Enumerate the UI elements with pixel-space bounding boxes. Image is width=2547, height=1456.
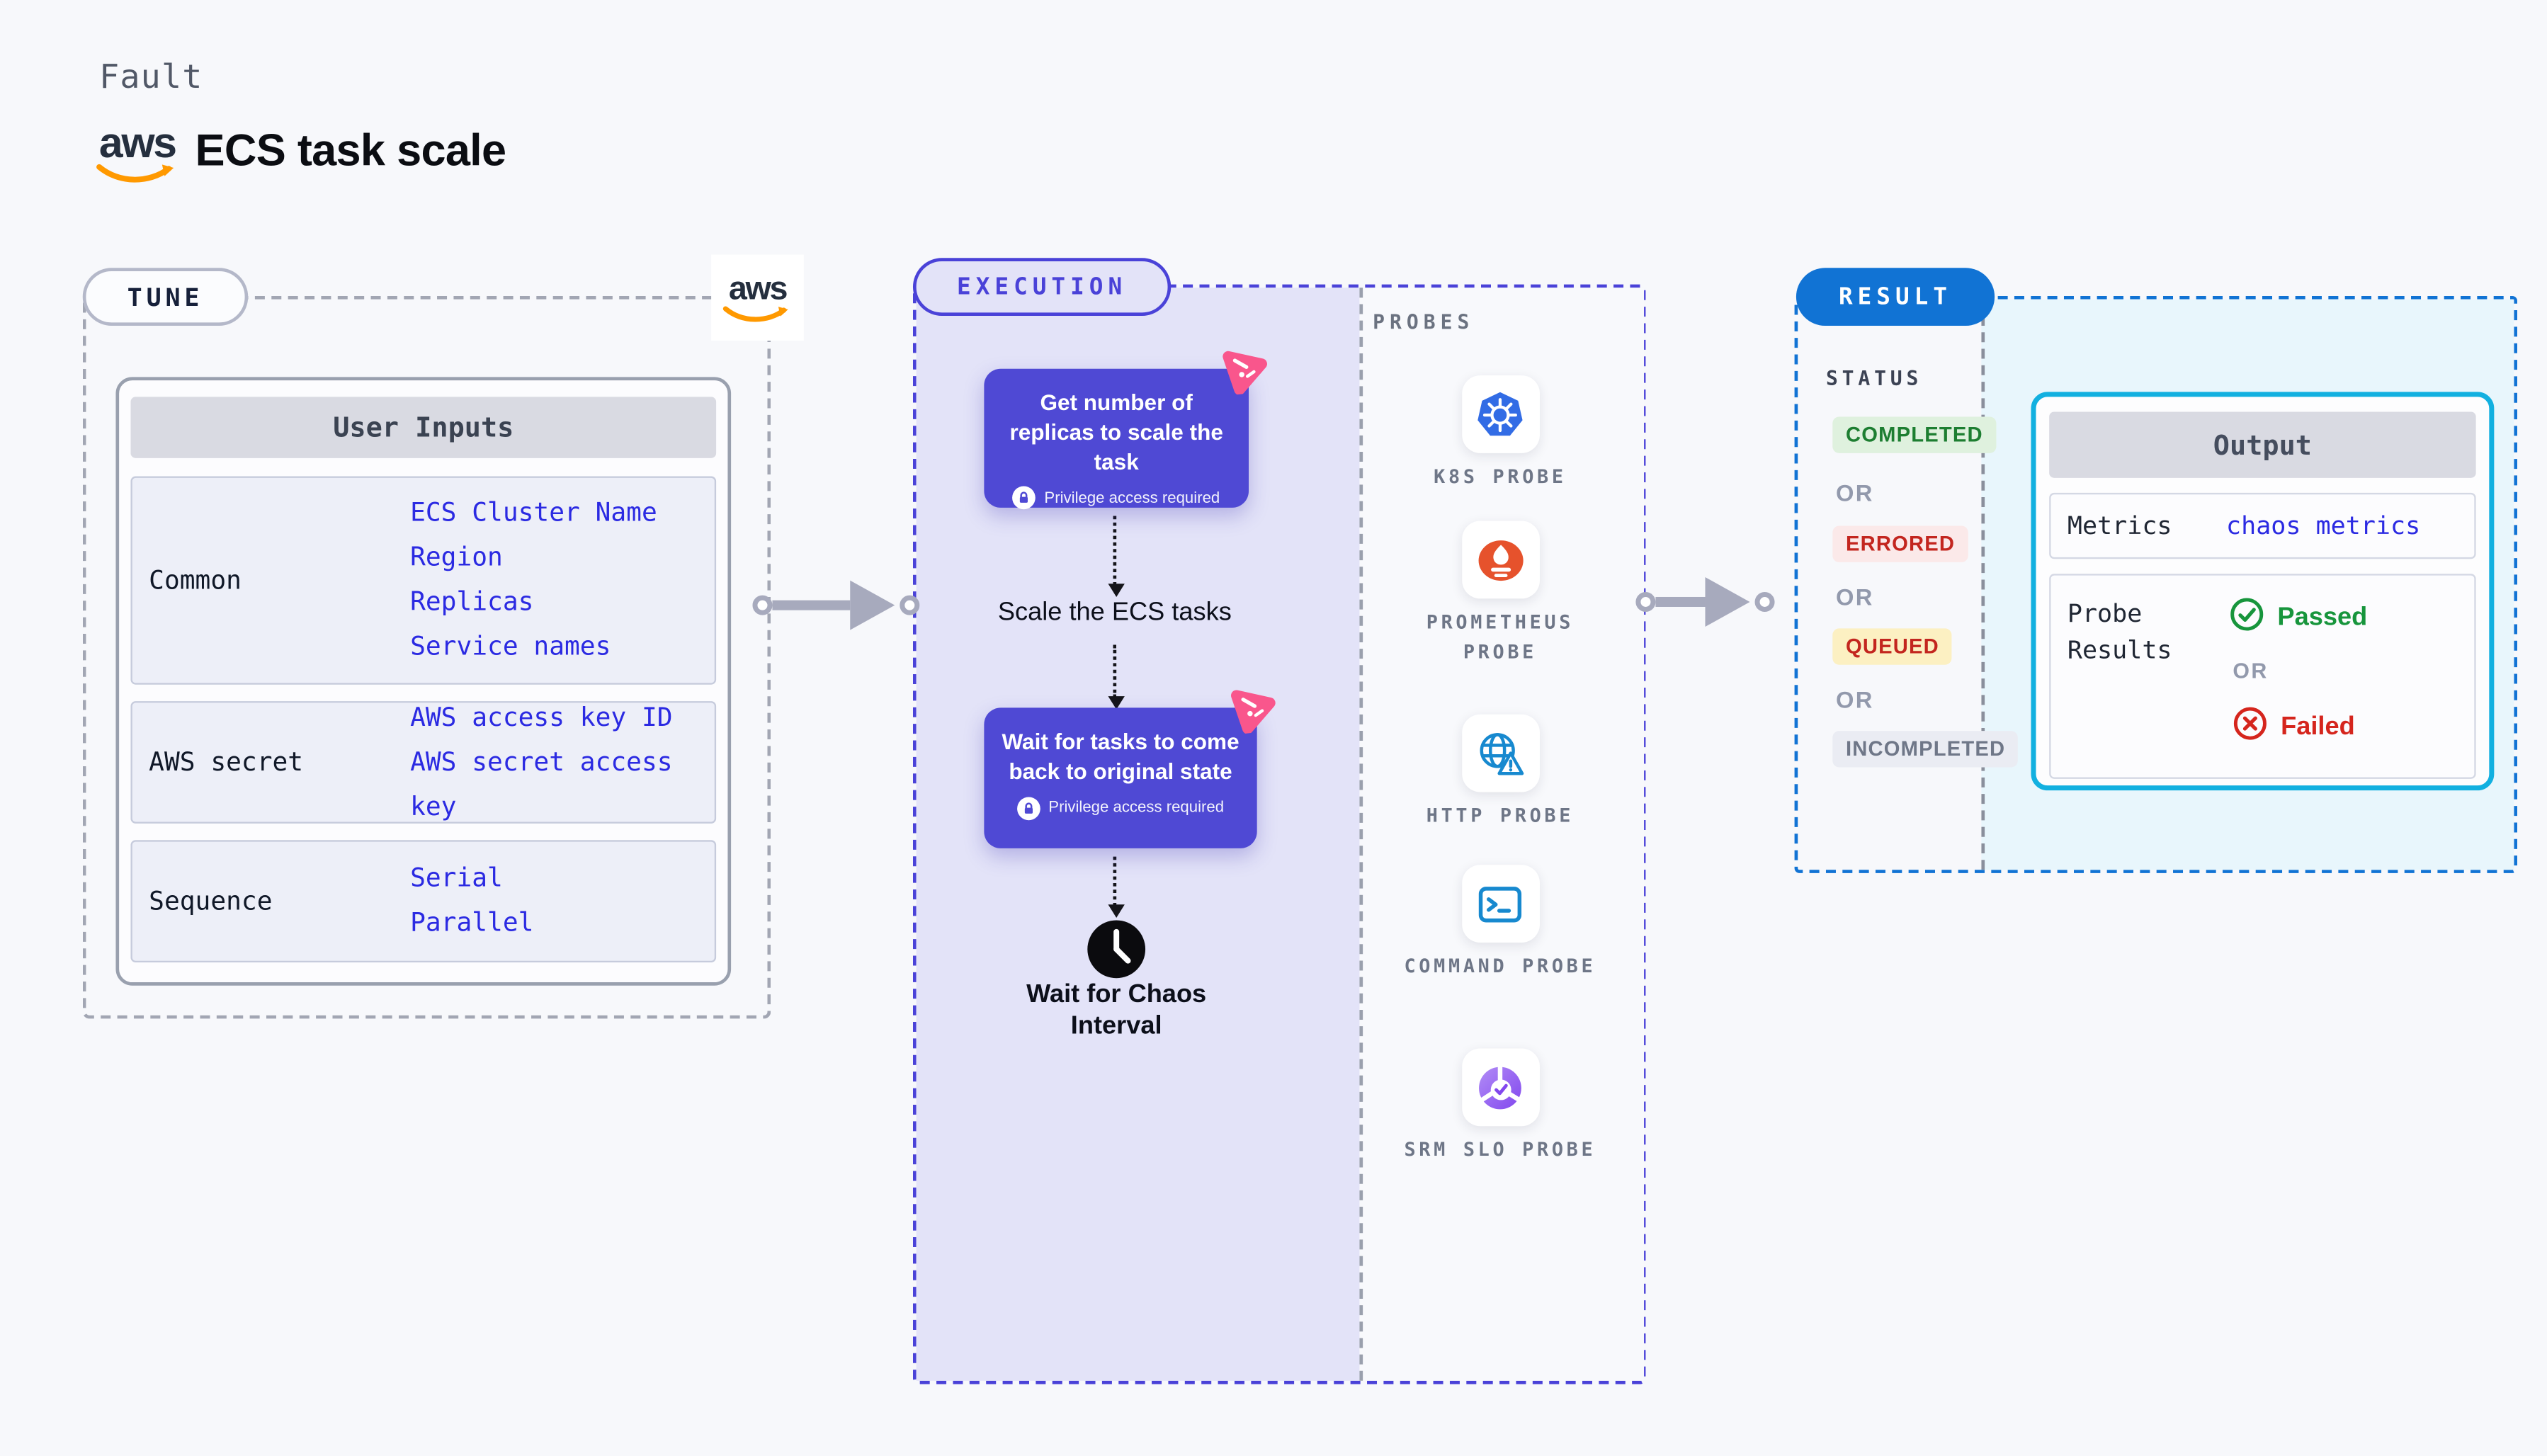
node-wait-tasks: Wait for tasks to come back to original … [984,690,1276,848]
status-badge-incompleted: INCOMPLETED [1832,731,2019,768]
page-title: ECS task scale [195,125,507,176]
tune-pill: TUNE [82,268,249,326]
tune-to-execution-arrow [752,580,920,630]
input-row-sequence: Sequence Serial Parallel [130,840,717,963]
probe-name: PROMETHEUS PROBE [1426,610,1575,663]
probe-name: K8S PROBE [1434,465,1567,488]
aws-logo-text: aws [728,270,788,307]
probe-srm-slo: SRM SLO PROBE [1401,1048,1599,1165]
terminal-icon [1461,865,1539,943]
input-row-aws-secret: AWS secret AWS access key ID AWS secret … [130,701,717,824]
input-value: Region [410,542,503,572]
flow-arrow-down [1107,644,1124,710]
probes-panel [1359,288,1645,1381]
passed-text: Passed [2277,603,2368,631]
or-separator: OR [1835,686,1874,713]
input-value: Parallel [410,907,534,938]
execution-to-result-arrow [1635,576,1775,627]
or-separator: OR [1835,479,1874,506]
metrics-label: Metrics [2067,511,2172,541]
lock-icon [1016,796,1040,820]
input-value: AWS access key ID [410,702,673,732]
failed-x-icon [2233,706,2267,747]
prometheus-icon [1461,521,1539,599]
status-badge-queued: QUEUED [1832,628,1953,665]
fault-flag-icon [1226,681,1281,741]
kubernetes-icon [1461,375,1539,453]
probe-k8s: K8S PROBE [1401,375,1599,492]
output-card: Output Metrics chaos metrics Probe Resul… [2031,392,2495,791]
aws-smile-icon [722,305,788,322]
result-pill: RESULT [1796,268,1995,326]
slo-pie-icon [1461,1048,1539,1127]
node-get-replicas: Get number of replicas to scale the task… [984,351,1267,511]
aws-logo-small: aws [711,254,804,341]
input-value: Replicas [410,586,534,617]
tune-section-box [82,295,771,1019]
execution-pill: EXECUTION [912,258,1172,317]
probes-label: PROBES [1373,310,1475,334]
connector-ring [752,595,773,615]
row-label: AWS secret [149,747,304,778]
or-separator: OR [1835,584,1874,610]
aws-logo-text: aws [98,117,177,167]
or-separator: OR [2233,658,2269,683]
http-globe-icon [1461,714,1539,792]
probe-http: HTTP PROBE [1401,714,1599,831]
status-badge-completed: COMPLETED [1832,416,1997,453]
connector-ring [1635,591,1656,612]
lock-icon [1013,487,1036,511]
probe-results-row: Probe Results Passed OR F [2049,574,2476,779]
privilege-note: Privilege access required [1048,799,1225,817]
fault-flag-icon [1218,341,1273,402]
input-value: Service names [410,632,611,662]
connector-ring [900,595,920,615]
row-label: Sequence [149,886,273,916]
scale-step-text: Scale the ECS tasks [997,598,1232,627]
user-inputs-header: User Inputs [130,397,717,458]
probe-name: COMMAND PROBE [1404,954,1596,978]
wait-chaos-interval-text: Wait for Chaos Interval [1026,980,1207,1041]
probe-command: COMMAND PROBE [1401,865,1599,982]
input-value: AWS secret access key [410,746,673,821]
input-value: Serial [410,863,503,893]
status-label: STATUS [1825,367,1923,391]
probe-results-label: Probe Results [2067,598,2172,665]
input-value: ECS Cluster Name [410,497,657,528]
probe-prometheus: PROMETHEUS PROBE [1401,521,1599,668]
node-title: Wait for tasks to come back to original … [1002,729,1240,784]
aws-logo: aws [96,120,178,185]
connector-ring [1754,591,1775,612]
probe-name: HTTP PROBE [1426,803,1575,827]
flow-arrow-down [1107,856,1124,918]
flow-arrow-down [1107,516,1124,597]
passed-check-icon [2230,597,2264,638]
aws-smile-icon [96,164,174,183]
output-header: Output [2049,411,2476,478]
failed-text: Failed [2281,712,2355,740]
clock-icon [1085,918,1148,987]
fault-kicker: Fault [99,56,203,96]
row-label: Common [149,565,242,596]
status-badge-errored: ERRORED [1832,525,1968,562]
node-title: Get number of replicas to scale the task [1009,390,1223,474]
metrics-row: Metrics chaos metrics [2049,492,2476,559]
input-row-common: Common ECS Cluster Name Region Replicas … [130,476,717,685]
probe-name: SRM SLO PROBE [1404,1137,1596,1161]
metrics-value: chaos metrics [2226,511,2421,541]
privilege-note: Privilege access required [1044,489,1220,508]
